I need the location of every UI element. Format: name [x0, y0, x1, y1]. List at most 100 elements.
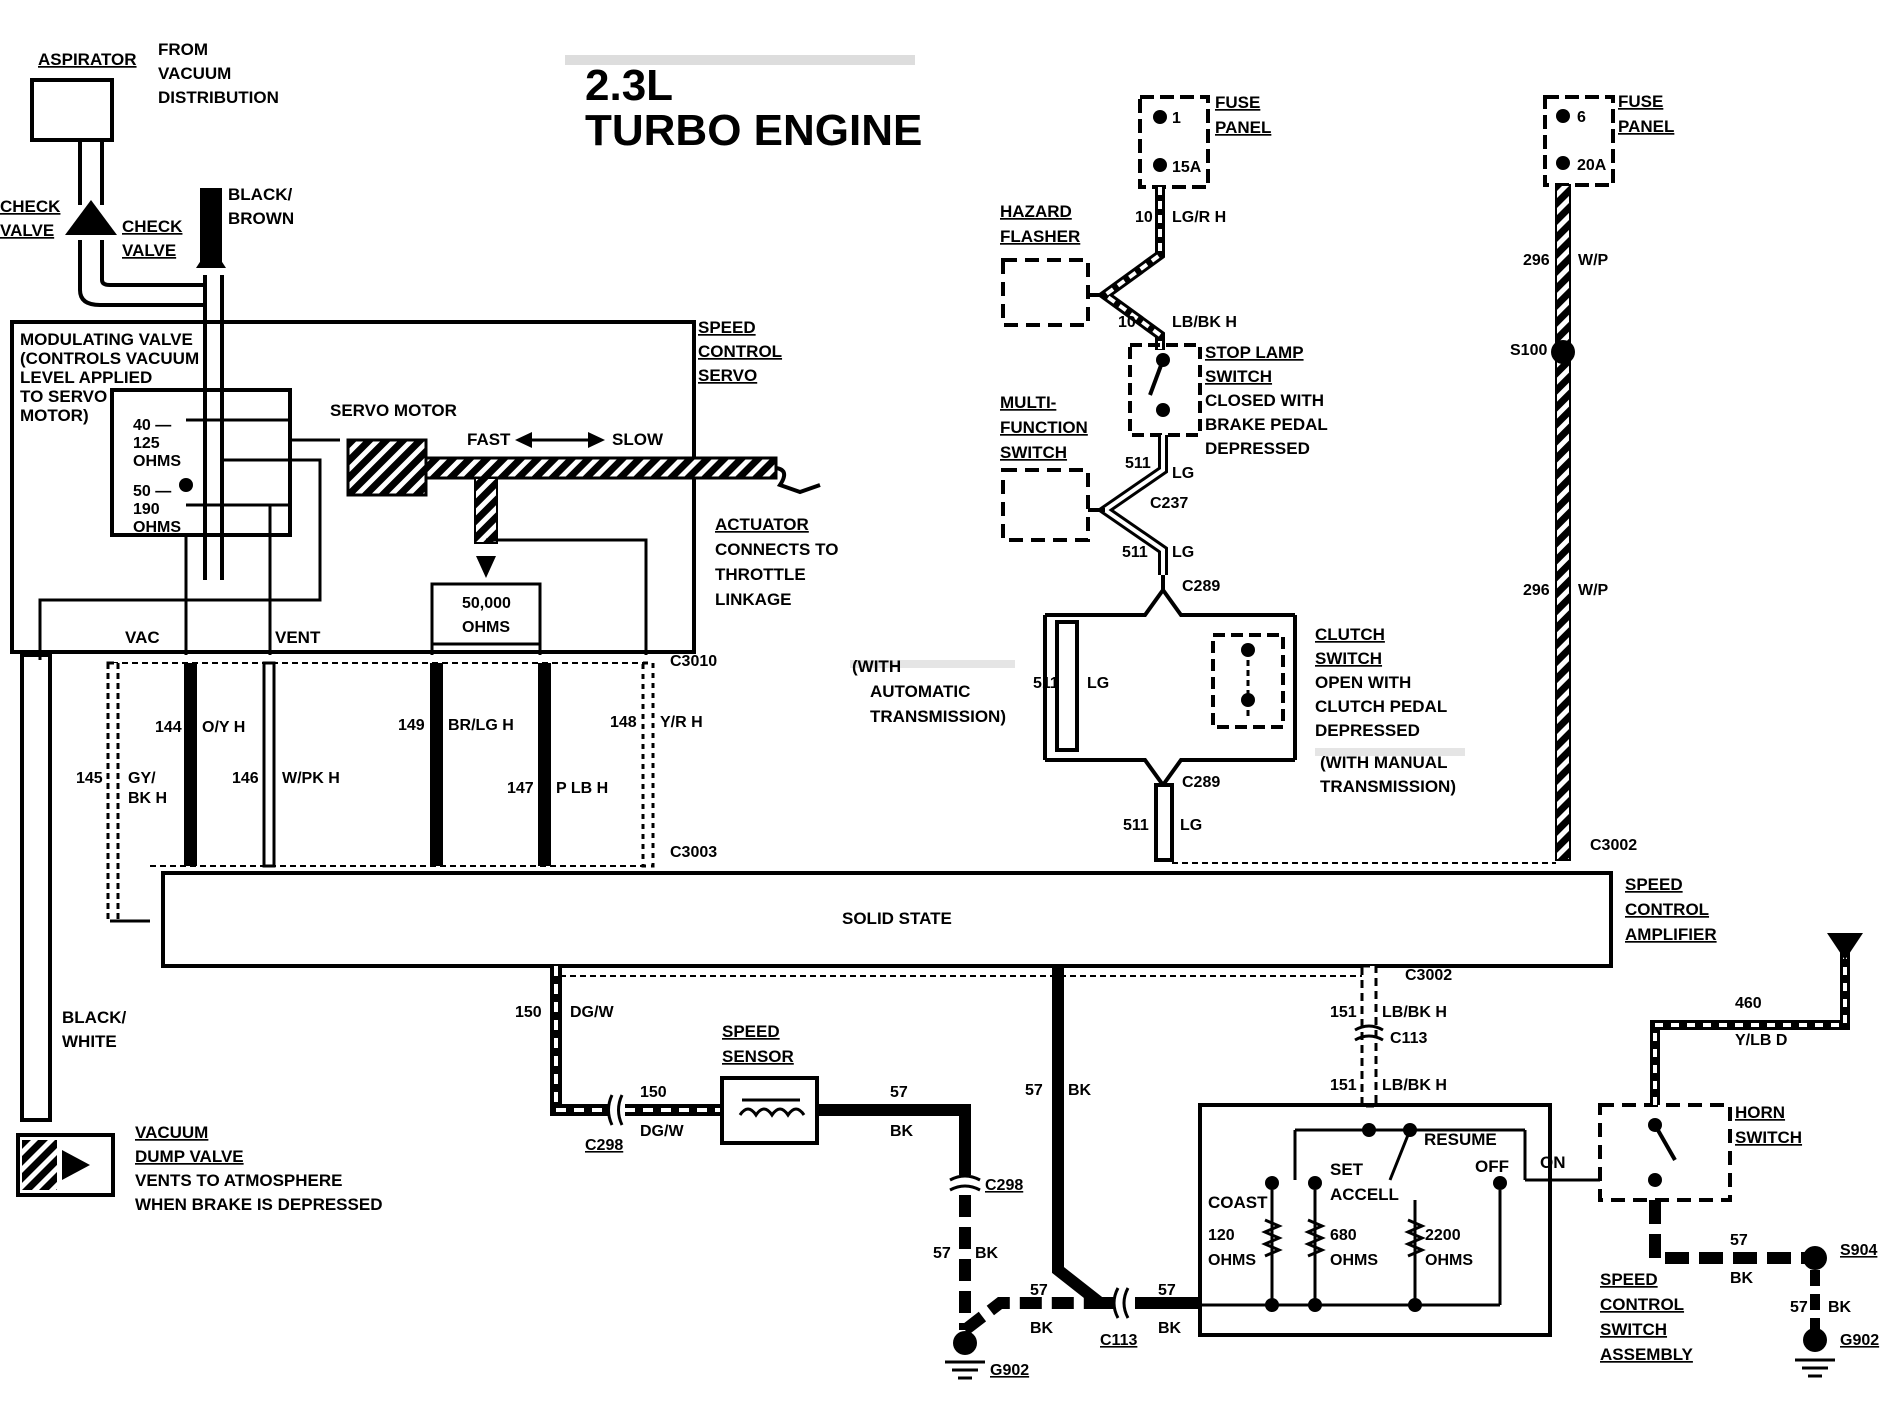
- wire-151-color-1: LB/BK H: [1382, 1004, 1447, 1021]
- speed-sensor-label-1: SPEED: [722, 1022, 780, 1041]
- c298-label-2: C298: [985, 1177, 1023, 1194]
- hazard-label-1: HAZARD: [1000, 202, 1072, 221]
- fast-label: FAST: [467, 430, 511, 449]
- modulating-valve-box: [110, 388, 292, 537]
- wire-460-color: Y/LB D: [1735, 1032, 1787, 1049]
- c113-label-1: C113: [1100, 1332, 1137, 1349]
- wire-150-num-2: 150: [640, 1084, 667, 1101]
- wire-147-color: P LB H: [556, 780, 608, 797]
- r2200-label-1: 2200: [1425, 1227, 1461, 1244]
- switch-assembly-label-2: CONTROL: [1600, 1295, 1684, 1314]
- resume-label: RESUME: [1424, 1130, 1497, 1149]
- wire-57-color-3: BK: [1030, 1320, 1054, 1337]
- speed-sensor-label-2: SENSOR: [722, 1047, 794, 1066]
- dump-valve-icon: [16, 1133, 115, 1197]
- black-white-label-1: BLACK/: [62, 1008, 126, 1027]
- manual-trans-label-2: TRANSMISSION): [1320, 777, 1456, 796]
- r680-label-1: 680: [1330, 1227, 1357, 1244]
- wire-145-color-1: GY/: [128, 770, 156, 787]
- wire-57-color-7: BK: [1828, 1299, 1852, 1316]
- c3002-top-label: C3002: [1590, 837, 1637, 854]
- black-brown-label-1: BLACK/: [228, 185, 292, 204]
- vent-label: VENT: [275, 628, 321, 647]
- aspirator-label: ASPIRATOR: [38, 50, 137, 69]
- pot-label-1: 50,000: [462, 595, 511, 612]
- set-accel-label-2: ACCELL: [1330, 1185, 1399, 1204]
- wire-511-num-4: 511: [1123, 817, 1149, 834]
- wire-57-num-5: 57: [1158, 1282, 1176, 1299]
- stop-lamp-label-4: BRAKE PEDAL: [1205, 415, 1328, 434]
- horn-switch-label-1: HORN: [1735, 1103, 1785, 1122]
- s100-splice: [1551, 340, 1575, 364]
- servo-wire-148: 148 Y/R H: [610, 661, 703, 868]
- wire-57-num-4: 57: [1025, 1082, 1043, 1099]
- r680-label-2: OHMS: [1330, 1252, 1378, 1269]
- switch-assembly-label-4: ASSEMBLY: [1600, 1345, 1694, 1364]
- auto-trans-label-2: AUTOMATIC: [870, 682, 970, 701]
- fuse-panel-1-label-2: PANEL: [1215, 118, 1271, 137]
- res1-label-3: OHMS: [133, 453, 181, 470]
- title-line2: TURBO ENGINE: [585, 106, 922, 155]
- clutch-label-5: DEPRESSED: [1315, 721, 1420, 740]
- dump-valve-label-2: DUMP VALVE: [135, 1147, 244, 1166]
- auto-trans-label-1: (WITH: [852, 657, 901, 676]
- wire-148-num: 148: [610, 714, 637, 731]
- res2-label-1: 50 —: [133, 483, 171, 500]
- modulating-valve-label-4: TO SERVO: [20, 387, 107, 406]
- servo-motor-label: SERVO MOTOR: [330, 401, 457, 420]
- from-label-3: DISTRIBUTION: [158, 88, 279, 107]
- wire-144-num: 144: [155, 719, 182, 736]
- wire-57-color-1: BK: [890, 1123, 914, 1140]
- stop-lamp-label-3: CLOSED WITH: [1205, 391, 1324, 410]
- wire-511-color-2: LG: [1172, 544, 1194, 561]
- wire-511-num-2: 511: [1122, 544, 1148, 561]
- g902-left-ground-icon: [953, 1331, 977, 1355]
- wire-296-color-1: W/P: [1578, 252, 1609, 269]
- on-label: ON: [1540, 1153, 1566, 1172]
- modulating-valve-label-2: (CONTROLS VACUUM: [20, 349, 199, 368]
- c298-label-1: C298: [585, 1137, 623, 1154]
- res2-label-3: OHMS: [133, 519, 181, 536]
- multi-label-3: SWITCH: [1000, 443, 1067, 462]
- clutch-label-4: CLUTCH PEDAL: [1315, 697, 1447, 716]
- vac-label: VAC: [125, 628, 160, 647]
- wire-146-num: 146: [232, 770, 259, 787]
- wire-149-color: BR/LG H: [448, 717, 514, 734]
- wire-57-color-2: BK: [975, 1245, 999, 1262]
- wire-151-color-2: LB/BK H: [1382, 1077, 1447, 1094]
- fuse-panel-6-box: [1543, 95, 1615, 187]
- clutch-switch-box: [1211, 633, 1285, 729]
- wire-150-color-2: DG/W: [640, 1123, 684, 1140]
- speed-control-amplifier-box: [161, 871, 1613, 968]
- wire-296-num-2: 296: [1523, 582, 1550, 599]
- res2-label-2: 190: [133, 501, 160, 518]
- check-valve-right-label-2: VALVE: [122, 241, 176, 260]
- modulating-valve-label-3: LEVEL APPLIED: [20, 368, 152, 387]
- c3003-label: C3003: [670, 844, 717, 861]
- wire-148-color: Y/R H: [660, 714, 703, 731]
- wire-151-num-1: 151: [1330, 1004, 1357, 1021]
- wire-57-color-5: BK: [1158, 1320, 1182, 1337]
- wire-10b-color: LB/BK H: [1172, 314, 1237, 331]
- fuse-panel-6-label-1: FUSE: [1618, 92, 1663, 111]
- check-valve-left-icon: [65, 200, 117, 235]
- s904-label: S904: [1840, 1242, 1877, 1259]
- wire-147-num: 147: [507, 780, 534, 797]
- manual-trans-label-1: (WITH MANUAL: [1320, 753, 1447, 772]
- speed-control-switch-assembly-box: [1198, 1103, 1552, 1337]
- horn-icon: [1827, 933, 1863, 960]
- wire-296-num-1: 296: [1523, 252, 1550, 269]
- stop-lamp-switch-box: [1128, 343, 1202, 437]
- wire-10b-num: 10: [1118, 314, 1136, 331]
- wire-149-num: 149: [398, 717, 425, 734]
- pot-label-2: OHMS: [462, 619, 510, 636]
- g902-left-label: G902: [990, 1362, 1029, 1379]
- wire-150-num-1: 150: [515, 1004, 542, 1021]
- clutch-label-1: CLUTCH: [1315, 625, 1385, 644]
- multi-label-2: FUNCTION: [1000, 418, 1088, 437]
- wire-57-num-3: 57: [1030, 1282, 1048, 1299]
- r120-label-2: OHMS: [1208, 1252, 1256, 1269]
- check-valve-right-icon: [196, 245, 226, 268]
- wire-151-num-2: 151: [1330, 1077, 1357, 1094]
- wire-511-num-3: 511: [1033, 675, 1059, 692]
